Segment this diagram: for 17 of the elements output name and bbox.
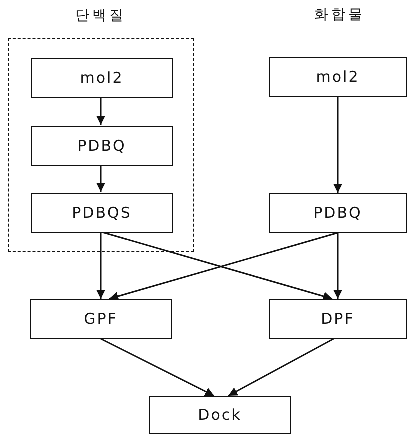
process-box: PDBQS: [31, 193, 173, 233]
process-box: mol2: [31, 58, 173, 98]
arrow: [334, 97, 342, 193]
arrow: [96, 97, 106, 125]
arrow: [334, 233, 342, 299]
process-box: Dock: [149, 396, 291, 434]
arrow: [228, 338, 334, 397]
process-box: DPF: [269, 299, 407, 339]
arrow: [100, 338, 215, 397]
process-box: GPF: [30, 299, 172, 339]
process-box: PDBQ: [269, 193, 407, 233]
group-heading: 단백질: [74, 7, 128, 25]
column-heading: 화합물: [314, 6, 366, 24]
arrow: [96, 165, 106, 192]
process-box: mol2: [269, 57, 407, 97]
process-box: PDBQ: [31, 126, 173, 166]
arrow: [96, 232, 106, 299]
